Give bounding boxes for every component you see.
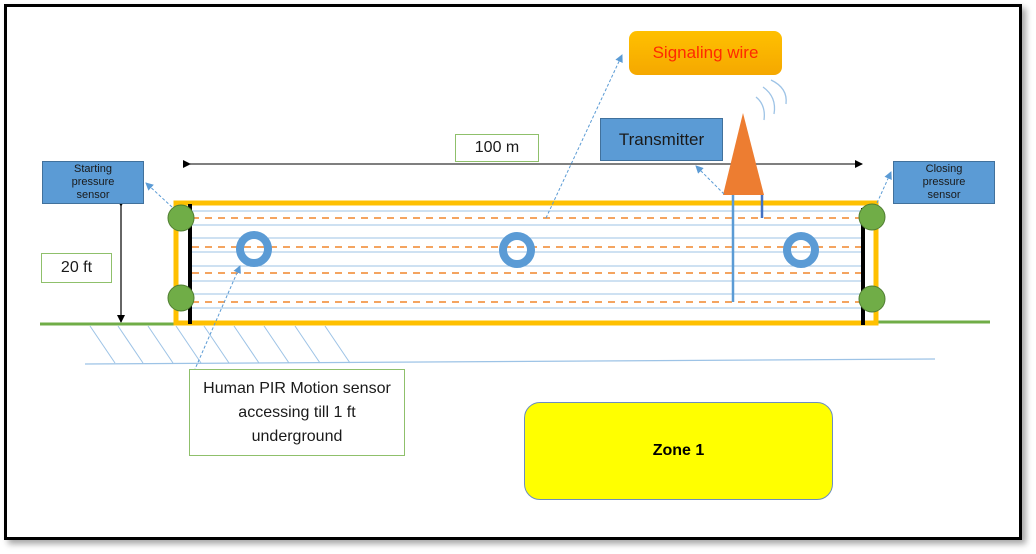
radio-waves-icon bbox=[755, 79, 787, 121]
pir-leader bbox=[191, 265, 241, 377]
start-sensor-leader bbox=[145, 182, 173, 208]
zone-label: Zone 1 bbox=[524, 402, 833, 500]
transmitter-leader bbox=[695, 165, 725, 195]
length-label: 100 m bbox=[455, 134, 539, 162]
height-label: 20 ft bbox=[41, 253, 112, 283]
starting-pressure-sensor-label: Starting pressure sensor bbox=[42, 161, 144, 204]
pir-sensor-3 bbox=[783, 232, 819, 268]
transmitter-label: Transmitter bbox=[600, 118, 723, 161]
signaling-wire-label: Signaling wire bbox=[629, 31, 782, 75]
end-sensor-leader bbox=[876, 171, 892, 204]
transmitter-antenna-icon bbox=[723, 113, 764, 195]
fence-wires bbox=[190, 210, 862, 309]
pressure-sensor-end-top bbox=[858, 203, 886, 231]
pir-sensor-2 bbox=[499, 232, 535, 268]
underground-hatching bbox=[89, 325, 351, 364]
pir-sensor-1 bbox=[236, 231, 272, 267]
pressure-sensor-end-bottom bbox=[858, 285, 886, 313]
pressure-sensor-start-top bbox=[167, 204, 195, 232]
pressure-sensor-start-bottom bbox=[167, 284, 195, 312]
closing-pressure-sensor-label: Closing pressure sensor bbox=[893, 161, 995, 204]
pir-sensor-label: Human PIR Motion sensor accessing till 1… bbox=[189, 369, 405, 456]
underground-line bbox=[84, 358, 936, 365]
